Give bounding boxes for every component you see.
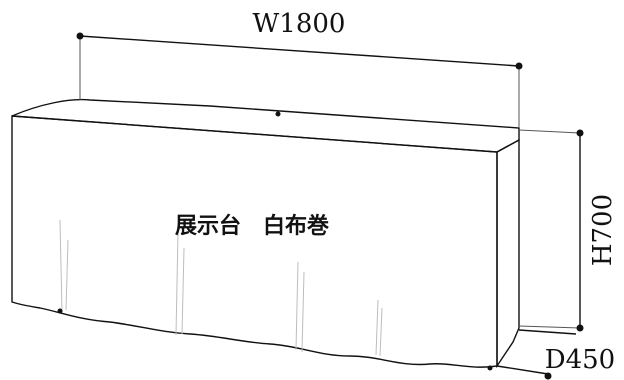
height-dimension [518, 129, 584, 332]
hem-dot [57, 308, 63, 314]
table-front-face [11, 115, 498, 368]
table-side-face [496, 138, 520, 369]
table-top-face [11, 98, 520, 153]
depth-dimension [496, 329, 577, 380]
depth-label: D450 [545, 345, 615, 375]
product-label: 展示台 白布巻 [175, 213, 329, 239]
drape-folds [59, 219, 383, 357]
width-label: W1800 [253, 9, 346, 39]
height-label: H700 [588, 194, 618, 266]
hem-dot [487, 365, 493, 371]
top-edge-dot [275, 111, 281, 117]
width-dimension [76, 32, 523, 128]
